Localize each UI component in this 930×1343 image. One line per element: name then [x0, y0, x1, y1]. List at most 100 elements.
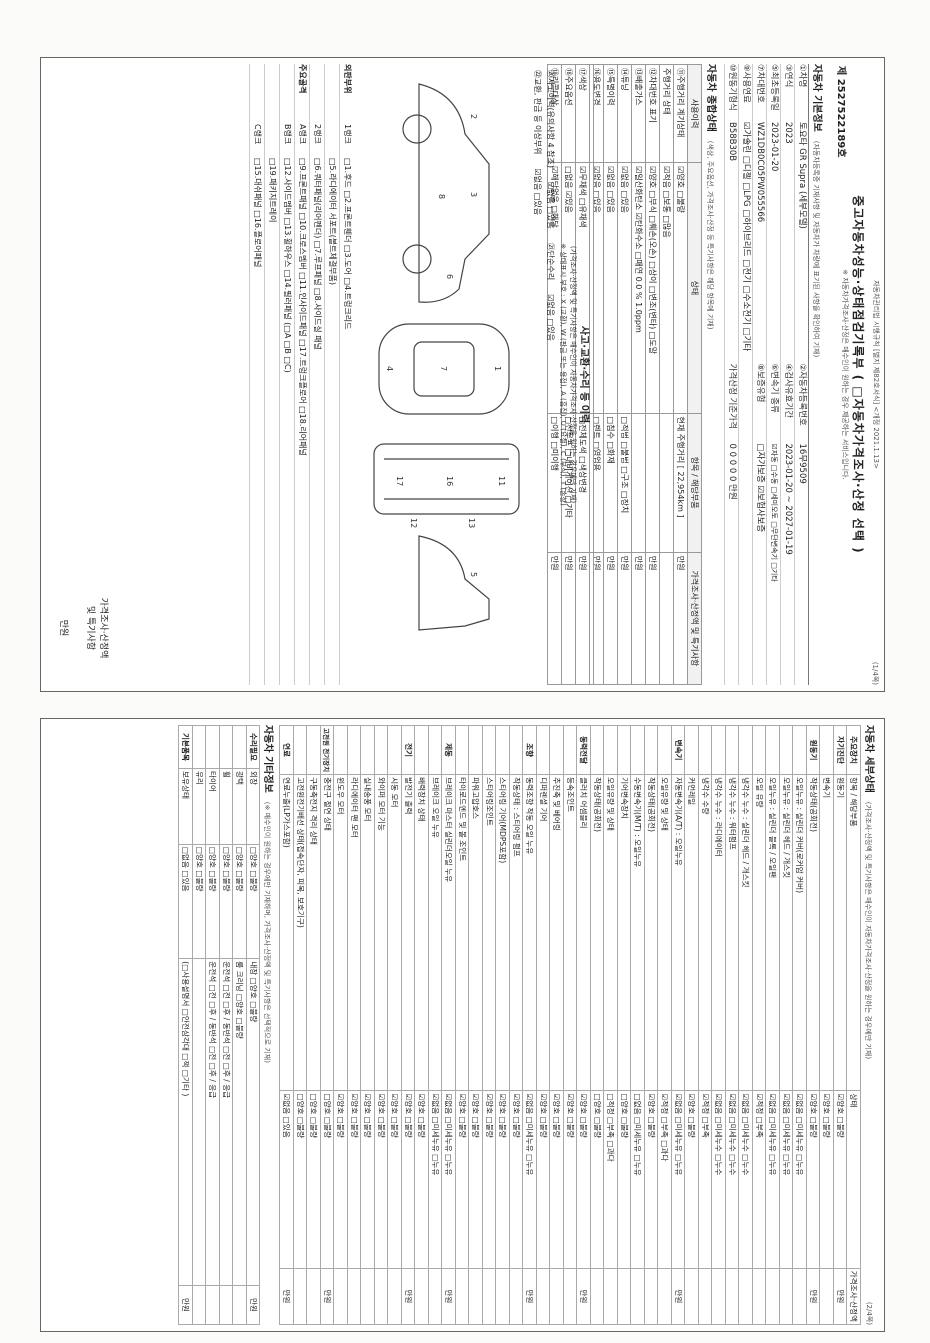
table-cell: 오일유량 및 상태: [658, 774, 672, 1091]
table-cell: ☑양호 □불량: [496, 1090, 510, 1269]
table-cell: ☑양호 □불량: [833, 1090, 847, 1269]
table-cell: [307, 1268, 321, 1325]
table-cell: □양호 □불량: [246, 844, 260, 959]
table-cell: [617, 725, 631, 775]
table-cell: [644, 725, 658, 775]
field-text: [325, 64, 339, 124]
table-cell: 만원: [401, 1268, 415, 1325]
table-cell: [604, 1268, 618, 1325]
table-cell: [192, 725, 206, 769]
page-1-mark: (1/4쪽): [871, 661, 879, 685]
table-cell: ⑪주행거리 계기상태: [673, 64, 688, 163]
table-cell: [233, 725, 247, 769]
field-text: 2023-01-20 ~ 2027-01-19: [783, 443, 793, 555]
table-cell: 내장 □양호 □불량: [246, 958, 260, 1286]
table-cell: ☑양호 □불량: [415, 1090, 429, 1269]
table-cell: 작동상태 : 스티어링 펌프: [509, 774, 523, 1091]
table-row: 냉각수 누수 : 실린더 헤드 / 개스킷☑없음 □미세누수 □누수: [739, 725, 753, 1325]
field-text: □1.후드 □2.프론트휀더 □3.도어 □4.트렁크리드: [343, 158, 352, 330]
table-row: 라디에이터 팬 모터☑양호 □불량: [347, 725, 361, 1325]
legend-row: 2랭크□6.쿼터패널(리어펜더) □7.루프패널 □8.사이드실 패널: [309, 64, 324, 685]
table-cell: □양호 □불량: [617, 1090, 631, 1269]
table-cell: 파워고압호스: [469, 774, 483, 1091]
table-cell: □침수 □화재: [603, 413, 618, 553]
table-cell: [536, 725, 550, 775]
table-cell: 라디에이터 팬 모터: [347, 774, 361, 1091]
field-text: 외판부위: [343, 64, 352, 94]
field-text: ⑩원동기형식: [727, 64, 737, 111]
table-cell: ☑양호 □불량: [374, 1090, 388, 1269]
panel-number: 4: [385, 366, 394, 371]
table-cell: 자기진단: [833, 725, 847, 775]
simple-repair-value: ☑없음 □있음: [546, 294, 555, 341]
table-cell: ☑적정 □부족 □과다: [658, 1090, 672, 1269]
table-row: 구동축전지 격리 상태□양호 □불량: [307, 725, 321, 1325]
table-cell: 오일누유 : 실린더 블록 / 오일팬: [766, 774, 780, 1091]
field-text: ☑자동 □수동 □세미오토 □무단변속기 □기타: [770, 443, 778, 582]
table-cell: 윈도우 모터: [334, 774, 348, 1091]
accident-title: 사고·교환·수리 등 이력: [578, 325, 589, 424]
field-text: ☑가솔린 □디젤 □LPG □하이브리드 □전기 □수소전기 □기타: [741, 122, 751, 352]
table-cell: [206, 1285, 220, 1325]
table-row: 윈도우 모터☑양호 □불량: [334, 725, 348, 1325]
panel-number: 13: [467, 518, 476, 528]
page-2-sheet: (2/4쪽) 자동차 세부상태 (가격조사·산정액 및 특기사항은 매수인이 자…: [40, 718, 885, 1332]
accident-history-value: ☑없음 □있음: [546, 182, 555, 229]
table-row: 유리□양호 □불량: [192, 725, 206, 1325]
panel-number: 3: [469, 192, 478, 197]
field-text: B58B30B: [727, 122, 737, 162]
table-cell: 주행거리 상태: [659, 64, 674, 163]
table-cell: 클러치 어셈블리: [577, 774, 591, 1091]
detail-title: 자동차 세부상태: [863, 725, 874, 793]
table-cell: 스티어링조인트: [482, 774, 496, 1091]
accident-section: 사고·교환·수리 등 이력 (가격조사·산정액 및 특기사항은 매수인이 자동차…: [58, 64, 594, 685]
car-wheel-shape: [402, 244, 432, 274]
table-cell: [347, 725, 361, 775]
table-cell: 브레이크 오일 누유: [428, 774, 442, 1091]
table-cell: ☑적정 □부족: [698, 1090, 712, 1269]
table-cell: 만원: [179, 1285, 193, 1325]
table-row: 기어변속장치□양호 □불량: [617, 725, 631, 1325]
car-top-view-outline: [378, 323, 510, 415]
table-cell: 냉각수 누수 : 실린더 헤드 / 개스킷: [739, 774, 753, 1091]
table-cell: 만원: [806, 1268, 820, 1325]
table-cell: [644, 1268, 658, 1325]
table-cell: [361, 725, 375, 775]
summary-header: 가격조사·산정액 및 특기사항: [687, 552, 702, 685]
field-text: ④검사유효기간: [783, 363, 793, 419]
field-text: A랭크: [298, 124, 307, 145]
table-cell: 수동변속기(M/T) : 오일누유: [631, 774, 645, 1091]
page-1-sheet: 자동차관리법 시행규칙 [별지 제82호서식] <개정 2021.1.13> (…: [40, 57, 885, 692]
table-row: 오일누유 : 실린더 블록 / 오일팬☑없음 □미세누유 □누유: [766, 725, 780, 1325]
summary-header: 사용이력: [687, 64, 702, 163]
field-text: 0 0 0 0 0 만원: [727, 443, 737, 500]
table-cell: 만원: [523, 1268, 537, 1325]
detail-header: 항목 / 해당부품: [847, 774, 861, 1091]
table-cell: [820, 1268, 834, 1325]
table-cell: ☑양호 □부식 □훼손(오손) □상이 □변조(변타) □도말: [645, 162, 660, 414]
table-cell: ☑없음 □있음: [617, 162, 632, 414]
field-text: B랭크: [283, 124, 292, 145]
table-cell: [469, 1268, 483, 1325]
table-cell: 구동축전지 격리 상태: [307, 774, 321, 1091]
table-cell: [793, 1268, 807, 1325]
table-cell: ☑없음 □미세누유 □누유: [442, 1090, 456, 1269]
table-row: 오일유량 및 상태☑적정 □부족 □과다: [658, 725, 672, 1325]
table-cell: 유리: [192, 768, 206, 845]
table-cell: 동력조향 작동 오일 누유: [523, 774, 537, 1091]
field-text: 토요타 GR Supra (세부모델): [797, 122, 807, 229]
basic-row: ⑨사용연료☑가솔린 □디젤 □LPG □하이브리드 □전기 □수소전기 □기타: [738, 64, 752, 685]
table-cell: [206, 725, 220, 769]
table-cell: 만원: [645, 552, 660, 685]
table-cell: 만원: [673, 552, 688, 685]
table-cell: [347, 1268, 361, 1325]
table-cell: 고전원전기배선 상태(접속단자, 피복, 보호기구): [293, 774, 307, 1091]
